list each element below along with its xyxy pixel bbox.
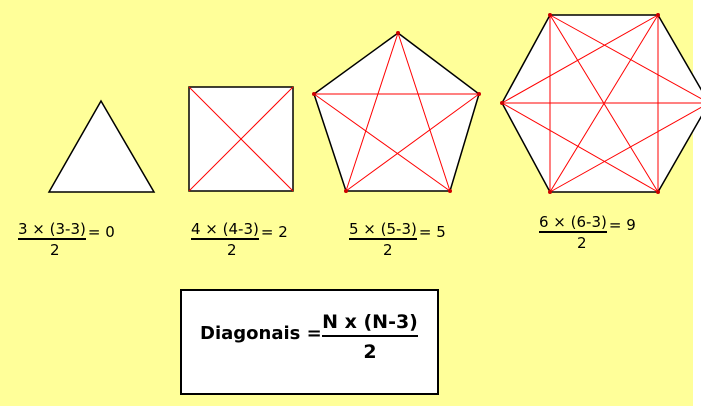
formula-result: = 9	[608, 216, 636, 234]
pentagon-outline	[313, 32, 480, 192]
triangle-outline	[47, 99, 156, 193]
pentagon-diagonal	[397, 32, 451, 192]
square-shape	[188, 86, 294, 192]
formula-denominator: 2	[50, 241, 60, 259]
pentagon-formula: 5 × (5-3) = 5 2	[349, 221, 446, 258]
formula-numerator: 6 × (6-3)	[539, 213, 607, 233]
right-border-strip	[693, 0, 701, 406]
formula-numerator: 5 × (5-3)	[349, 220, 417, 240]
formula-result: = 5	[418, 223, 446, 241]
general-formula-box: Diagonais = N x (N-3) 2	[180, 289, 439, 395]
vertex-dot	[477, 92, 481, 96]
vertex-dot	[312, 92, 316, 96]
vertex-dot	[396, 31, 400, 35]
pentagon-diagonal	[345, 32, 399, 192]
hexagon-diagonal	[549, 14, 701, 100]
vertex-dot	[656, 190, 660, 194]
general-formula-label: Diagonais =	[200, 323, 322, 344]
hexagon-diagonal	[501, 14, 659, 104]
vertex-dot	[656, 13, 660, 17]
triangle-shape	[47, 99, 156, 193]
vertex-dot	[548, 190, 552, 194]
formula-denominator: 2	[577, 234, 587, 252]
formula-denominator: 2	[383, 241, 393, 259]
hexagon-diagonal	[501, 102, 659, 193]
general-formula-fraction: N x (N-3) 2	[320, 311, 420, 363]
triangle-formula: 3 × (3-3) = 0 2	[18, 221, 115, 258]
pentagon-diagonal	[345, 93, 480, 192]
hexagon-diagonals	[500, 13, 701, 194]
formula-result: = 2	[260, 223, 288, 241]
pentagon-shape	[312, 31, 481, 193]
vertex-dot	[344, 189, 348, 193]
formula-numerator: 3 × (3-3)	[18, 220, 86, 240]
formula-result: = 0	[87, 223, 115, 241]
pentagon-diagonal	[313, 93, 451, 192]
general-formula-numerator: N x (N-3)	[322, 311, 418, 337]
hexagon-diagonal	[549, 106, 701, 193]
formula-denominator: 2	[227, 241, 237, 259]
vertex-dot	[500, 101, 504, 105]
formula-numerator: 4 × (4-3)	[191, 220, 259, 240]
square-diagonal	[188, 86, 294, 192]
square-formula: 4 × (4-3) = 2 2	[191, 221, 288, 258]
general-formula-denominator: 2	[363, 341, 377, 363]
vertex-dot	[548, 13, 552, 17]
hexagon-formula: 6 × (6-3) = 9 2	[539, 214, 636, 251]
vertex-dot	[448, 189, 452, 193]
